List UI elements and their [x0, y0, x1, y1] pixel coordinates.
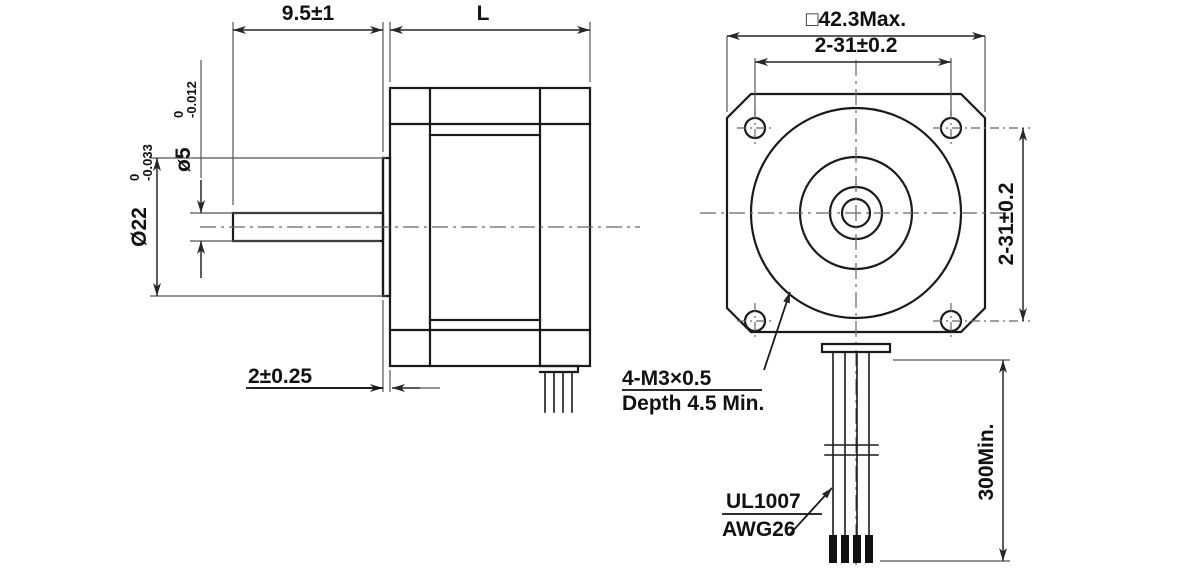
side-view-dimensions: 9.5±1 L Ø22 0 -0.033 ø5 0 -0.012 [127, 2, 591, 392]
dim-label-hole-pitch-vertical: 2-31±0.2 [995, 183, 1018, 266]
leader-mounting-holes [763, 291, 791, 371]
note-mounting-holes-line2: Depth 4.5 Min. [622, 392, 764, 415]
dim-label-pilot-diameter: Ø22 [128, 207, 151, 247]
cable-exit-grommet [820, 342, 892, 354]
lead-wire-bundle [832, 351, 870, 536]
wire-tinned-ends [829, 535, 873, 563]
dim-label-shaft-tol-upper: 0 [171, 111, 186, 118]
note-wire-spec-line1: UL1007 [726, 490, 801, 513]
dim-label-hole-pitch-horizontal: 2-31±0.2 [815, 34, 898, 57]
dim-label-shaft-diameter-group: ø5 0 -0.012 [171, 81, 199, 172]
dim-label-body-square: □42.3Max. [806, 8, 906, 31]
annotation-notes: 4-M3×0.5 Depth 4.5 Min. UL1007 AWG26 [622, 291, 833, 541]
front-body-octagon-outline [725, 92, 987, 334]
dim-label-pilot-tol-lower: -0.033 [140, 144, 155, 181]
dim-label-shaft-diameter: ø5 [172, 147, 195, 172]
dim-label-pilot-diameter-group: Ø22 0 -0.033 [127, 144, 155, 247]
dim-label-pilot-tol-upper: 0 [127, 174, 142, 181]
dim-label-body-length: L [477, 2, 490, 25]
side-view-lead-wires [544, 371, 573, 413]
dim-label-lead-length: 300Min. [975, 423, 998, 500]
side-view-wire-sleeve [538, 364, 580, 374]
dim-label-pilot-height: 2±0.25 [248, 365, 312, 388]
side-view-group [200, 86, 640, 413]
dim-label-shaft-length: 9.5±1 [282, 2, 335, 25]
leader-wire-spec [789, 487, 833, 535]
front-view-dimensions: □42.3Max. 2-31±0.2 2-31±0.2 300Min. [726, 8, 1027, 562]
note-mounting-holes-line1: 4-M3×0.5 [622, 367, 712, 390]
note-wire-spec-line2: AWG26 [722, 518, 796, 541]
dim-label-shaft-tol-lower: -0.012 [184, 81, 199, 118]
